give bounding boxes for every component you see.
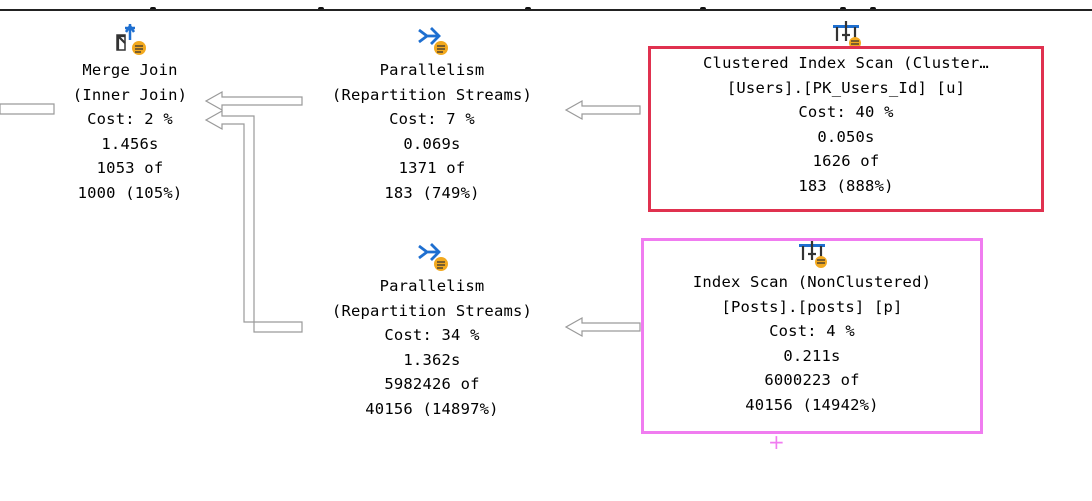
operator-actual-rows: 6000223 of xyxy=(764,371,860,389)
operator-elapsed-time: 0.050s xyxy=(817,127,875,146)
clustered-index-scan-icon xyxy=(833,21,861,49)
operator-name: Merge Join xyxy=(82,61,178,79)
operator-cost: Cost: 7 % xyxy=(389,110,475,128)
operator-cost: Cost: 4 % xyxy=(769,322,855,340)
parallelism-icon xyxy=(418,243,448,271)
parallelism-bottom-node[interactable]: Parallelism (Repartition Streams) Cost: … xyxy=(307,238,557,421)
operator-subtitle: (Inner Join) xyxy=(72,85,188,104)
operator-actual-rows: 5982426 of xyxy=(384,375,480,393)
operator-estimated-rows: 40156 (14897%) xyxy=(365,399,499,418)
operator-estimated-rows: 40156 (14942%) xyxy=(745,395,879,414)
index-scan-node[interactable]: Index Scan (NonClustered) [Posts].[posts… xyxy=(645,234,979,417)
operator-estimated-rows: 183 (749%) xyxy=(384,183,480,202)
connector-arrow xyxy=(564,316,641,338)
merge-join-icon xyxy=(116,23,146,55)
operator-elapsed-time: 1.362s xyxy=(403,350,461,369)
index-scan-icon xyxy=(799,240,827,268)
operator-cost: Cost: 34 % xyxy=(384,326,480,344)
operator-cost: Cost: 2 % xyxy=(87,110,173,128)
operator-name: Index Scan (NonClustered) xyxy=(692,273,932,291)
operator-object: [Posts].[posts] [p] xyxy=(721,297,903,316)
operator-elapsed-time: 0.069s xyxy=(403,134,461,153)
plus-marker: + xyxy=(768,430,785,454)
operator-name: Clustered Index Scan (Cluster… xyxy=(703,54,989,72)
clustered-index-scan-node[interactable]: Clustered Index Scan (Cluster… [Users].[… xyxy=(645,15,1047,198)
operator-actual-rows: 1626 of xyxy=(812,152,880,170)
operator-name: Parallelism xyxy=(379,277,485,295)
operator-cost: Cost: 40 % xyxy=(798,103,894,121)
operator-estimated-rows: 183 (888%) xyxy=(798,176,894,195)
operator-actual-rows: 1053 of xyxy=(96,159,164,177)
operator-subtitle: (Repartition Streams) xyxy=(331,301,533,320)
connector-arrow xyxy=(0,103,55,115)
top-divider xyxy=(0,9,1092,11)
connector-arrow xyxy=(564,99,641,121)
merge-join-node[interactable]: Merge Join (Inner Join) Cost: 2 % 1.456s… xyxy=(50,22,210,205)
connector-arrow xyxy=(204,109,303,333)
parallelism-top-node[interactable]: Parallelism (Repartition Streams) Cost: … xyxy=(307,22,557,205)
operator-object: [Users].[PK_Users_Id] [u] xyxy=(726,78,966,97)
highlight-box-red xyxy=(648,46,1044,212)
operator-actual-rows: 1371 of xyxy=(398,159,466,177)
operator-elapsed-time: 1.456s xyxy=(101,134,159,153)
parallelism-icon xyxy=(418,27,448,55)
clipped-top-content xyxy=(0,0,1092,9)
operator-elapsed-time: 0.211s xyxy=(783,346,841,365)
connector-arrow xyxy=(204,90,303,112)
operator-name: Parallelism xyxy=(379,61,485,79)
highlight-box-pink xyxy=(641,238,983,434)
operator-subtitle: (Repartition Streams) xyxy=(331,85,533,104)
operator-estimated-rows: 1000 (105%) xyxy=(77,183,183,202)
